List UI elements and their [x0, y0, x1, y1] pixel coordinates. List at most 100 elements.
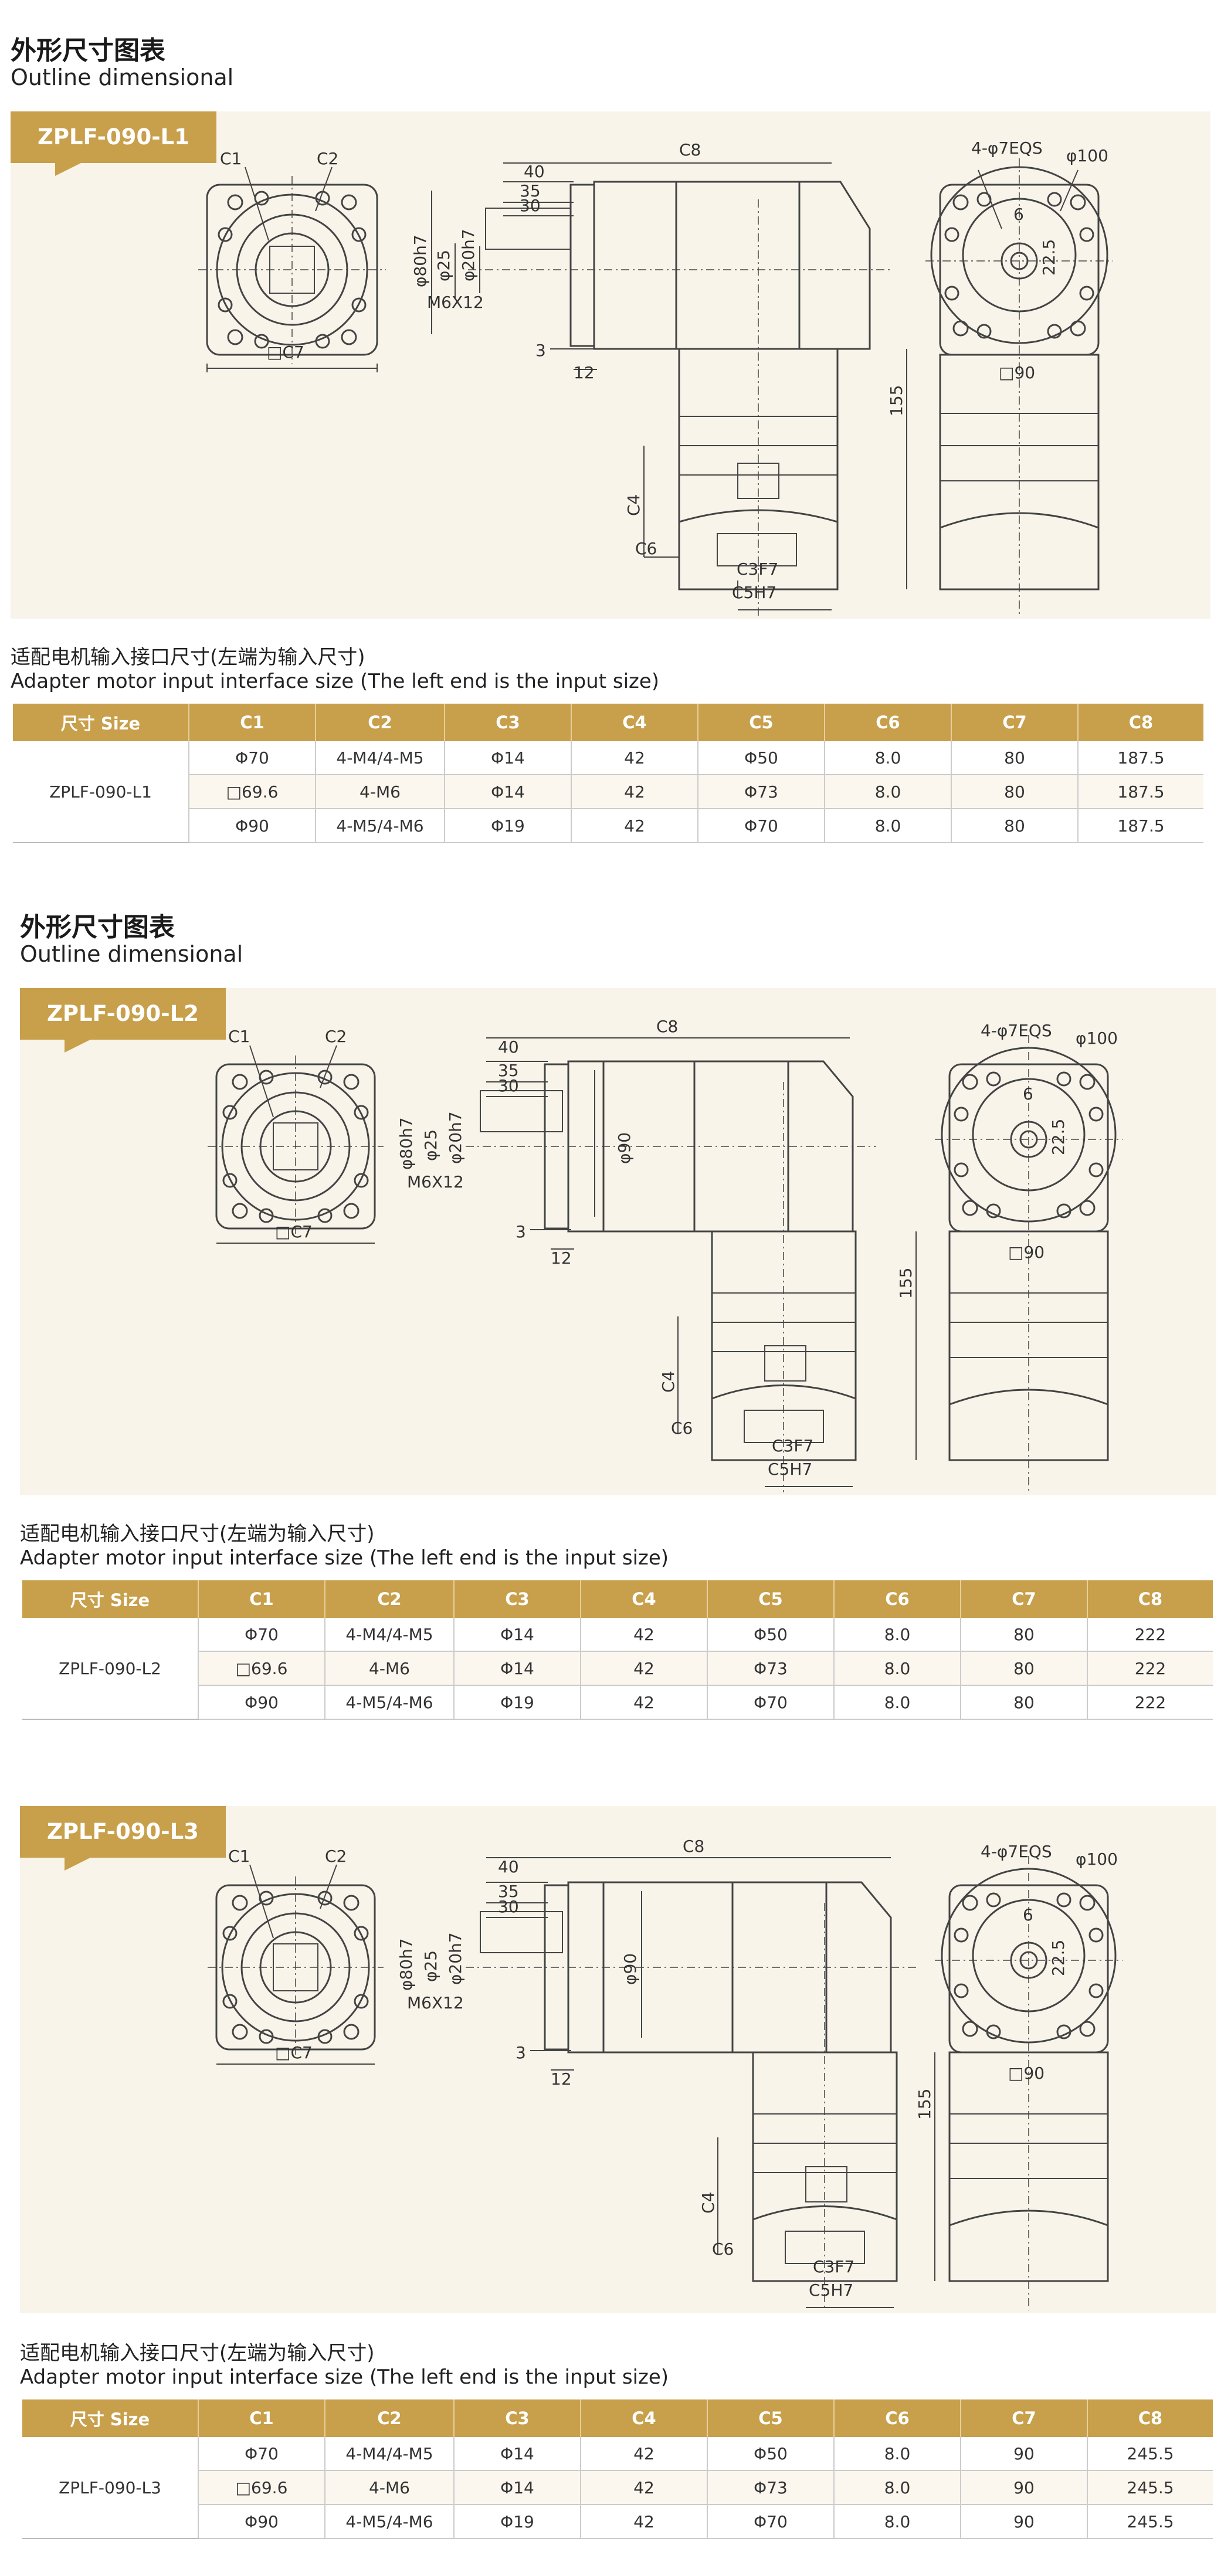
- table-header-row: 尺寸 Size C1 C2 C3 C4 C5 C6 C7 C8: [22, 2399, 1213, 2437]
- label-22-5: 22.5: [1039, 239, 1059, 276]
- front-view: [208, 1045, 384, 1244]
- table-row: Φ90 4-M5/4-M6 Φ19 42 Φ70 8.0 80 187.5: [13, 809, 1203, 843]
- cell: 90: [961, 2470, 1088, 2505]
- cell: 90: [961, 2437, 1088, 2471]
- cell: □69.6: [198, 2470, 325, 2505]
- label-c8: C8: [656, 1017, 678, 1036]
- cell: Φ73: [707, 1651, 835, 1686]
- label-phi25: φ25: [421, 1129, 440, 1161]
- end-view: [934, 1856, 1123, 2310]
- label-3: 3: [516, 2043, 526, 2062]
- cell: 4-M4/4-M5: [325, 2437, 455, 2471]
- table-row: □69.6 4-M6 Φ14 42 Φ73 8.0 90 245.5: [22, 2470, 1213, 2505]
- col-c7: C7: [961, 2399, 1088, 2437]
- cell: 4-M4/4-M5: [325, 1618, 455, 1652]
- table-row: Φ90 4-M5/4-M6 Φ19 42 Φ70 8.0 80 222: [22, 1685, 1213, 1720]
- col-c5: C5: [707, 2399, 835, 2437]
- col-c7: C7: [961, 1580, 1088, 1618]
- col-c4: C4: [581, 1580, 708, 1618]
- label-22-5: 22.5: [1049, 1119, 1068, 1155]
- table-header-row: 尺寸 Size C1 C2 C3 C4 C5 C6 C7 C8: [13, 704, 1203, 741]
- cell: 4-M6: [325, 2470, 455, 2505]
- cell: 42: [581, 2504, 708, 2539]
- cell: Φ14: [445, 741, 572, 775]
- spec-table: 尺寸 Size C1 C2 C3 C4 C5 C6 C7 C8 ZPLF-090…: [22, 2399, 1213, 2539]
- label-12: 12: [574, 363, 595, 382]
- col-c1: C1: [198, 2399, 325, 2437]
- cell: 8.0: [834, 1685, 961, 1720]
- col-size: 尺寸 Size: [13, 704, 189, 741]
- cell: 42: [581, 2470, 708, 2505]
- cell: 8.0: [834, 2470, 961, 2505]
- cell: Φ70: [707, 2504, 835, 2539]
- cell: Φ70: [707, 1685, 835, 1720]
- cell: 187.5: [1078, 809, 1203, 843]
- cell: 8.0: [825, 775, 952, 809]
- cell: Φ90: [189, 809, 316, 843]
- label-155: 155: [896, 1268, 915, 1299]
- cell: Φ19: [454, 2504, 581, 2539]
- label-3: 3: [516, 1222, 526, 1241]
- badge-tail: [65, 1858, 90, 1871]
- cell: Φ73: [707, 2470, 835, 2505]
- label-sq90: □90: [1008, 2063, 1045, 2083]
- col-size: 尺寸 Size: [22, 2399, 199, 2437]
- cell: 80: [961, 1651, 1088, 1686]
- label-phi20: φ20h7: [446, 1111, 465, 1164]
- label-c5: C5H7: [768, 1460, 812, 1479]
- cell: Φ73: [698, 775, 825, 809]
- cell: 187.5: [1078, 741, 1203, 775]
- cell: Φ70: [198, 1618, 325, 1652]
- cell: □69.6: [198, 1651, 325, 1686]
- outline-drawing: C1 C2 □C7 C8 40 35 30 φ80h7 φ25 φ20h7 M6…: [208, 1837, 1123, 2310]
- cell: Φ70: [198, 2437, 325, 2471]
- cell: 222: [1087, 1685, 1213, 1720]
- label-40: 40: [498, 1857, 519, 1876]
- cell: Φ50: [707, 1618, 835, 1652]
- label-35: 35: [498, 1882, 519, 1901]
- front-view: [208, 1864, 384, 2065]
- drawing-panel: ZPLF-090-L2: [20, 988, 1216, 1495]
- label-c8: C8: [679, 140, 701, 159]
- label-155: 155: [887, 385, 906, 416]
- model-cell: ZPLF-090-L1: [13, 741, 189, 843]
- col-c1: C1: [198, 1580, 325, 1618]
- spec-table: 尺寸 Size C1 C2 C3 C4 C5 C6 C7 C8 ZPLF-090…: [22, 1580, 1213, 1720]
- cell: 90: [961, 2504, 1088, 2539]
- label-155: 155: [915, 2089, 934, 2120]
- cell: 42: [571, 741, 698, 775]
- end-view: [906, 158, 1113, 616]
- label-phi80: φ80h7: [396, 1938, 416, 1991]
- section-title-en: Outline dimensional: [11, 65, 234, 90]
- label-phi25: φ25: [421, 1950, 440, 1982]
- col-c6: C6: [834, 1580, 961, 1618]
- label-sq90: □90: [999, 363, 1035, 382]
- cell: 42: [581, 1618, 708, 1652]
- label-m6: M6X12: [427, 293, 484, 312]
- cell: 4-M6: [316, 775, 445, 809]
- label-eqs: 4-φ7EQS: [971, 138, 1043, 158]
- cell: Φ70: [189, 741, 316, 775]
- label-phi100: φ100: [1076, 1029, 1118, 1048]
- cell: Φ50: [707, 2437, 835, 2471]
- cell: 42: [581, 2437, 708, 2471]
- col-c8: C8: [1087, 1580, 1213, 1618]
- col-c4: C4: [571, 704, 698, 741]
- label-40: 40: [498, 1037, 519, 1057]
- table-row: ZPLF-090-L3 Φ70 4-M4/4-M5 Φ14 42 Φ50 8.0…: [22, 2437, 1213, 2539]
- table-row: ZPLF-090-L1 Φ70 4-M4/4-M5 Φ14 42 Φ50 8.0…: [13, 741, 1203, 843]
- drawing-panel: ZPLF-090-L1: [11, 111, 1210, 619]
- label-eqs: 4-φ7EQS: [981, 1021, 1052, 1040]
- table-header-row: 尺寸 Size C1 C2 C3 C4 C5 C6 C7 C8: [22, 1580, 1213, 1618]
- label-c3: C3F7: [813, 2257, 854, 2276]
- cell: Φ19: [445, 809, 572, 843]
- label-c4: C4: [624, 494, 643, 516]
- cell: Φ14: [454, 2470, 581, 2505]
- col-c4: C4: [581, 2399, 708, 2437]
- label-c2: C2: [325, 1847, 347, 1866]
- label-c5: C5H7: [732, 583, 776, 602]
- col-c6: C6: [834, 2399, 961, 2437]
- label-phi20: φ20h7: [446, 1932, 465, 1985]
- cell: Φ19: [454, 1685, 581, 1720]
- table-caption-cn: 适配电机输入接口尺寸(左端为输入尺寸): [11, 646, 365, 669]
